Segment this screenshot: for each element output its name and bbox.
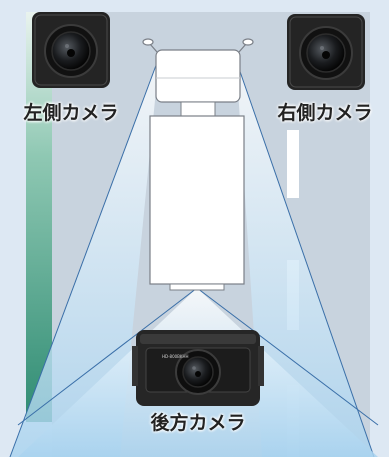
left-fov-edge <box>9 59 159 457</box>
right-camera <box>287 14 365 90</box>
rear-fov-edge-right <box>196 287 379 426</box>
right-camera-label: 右側カメラ <box>277 102 373 124</box>
right-fov-edge <box>235 59 375 457</box>
truck-cargo-body <box>149 115 245 285</box>
lane-mark-upper <box>287 130 299 198</box>
truck-rear-bumper <box>169 283 225 291</box>
right-mirror <box>238 38 254 53</box>
truck-cab <box>155 49 241 103</box>
rear-camera: HD-800BKHH <box>132 330 264 406</box>
left-mirror <box>142 38 158 53</box>
left-camera-label: 左側カメラ <box>23 102 119 124</box>
left-camera <box>32 12 110 88</box>
rear-fov-edge-left <box>17 287 198 426</box>
truck-coupling <box>180 101 216 117</box>
rear-camera-model-text: HD-800BKHH <box>162 354 189 359</box>
rear-camera-label: 後方カメラ <box>150 412 246 434</box>
